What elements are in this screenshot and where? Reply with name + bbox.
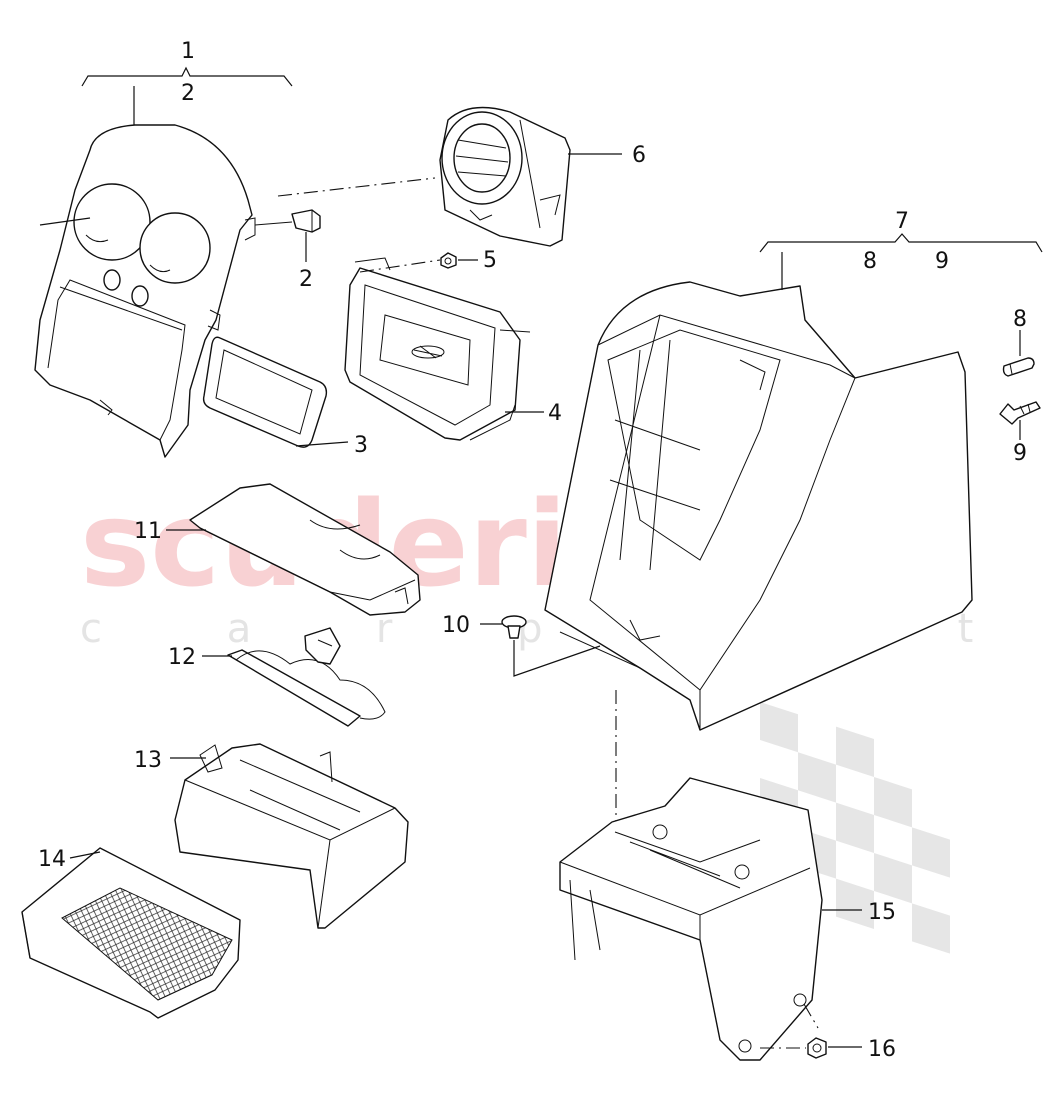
part-5-nut: [440, 252, 457, 269]
callout-13: 13: [134, 748, 162, 773]
part-13-storage-tray: [174, 743, 409, 929]
leader-14: [69, 851, 101, 859]
part-8-pin: [1002, 357, 1035, 377]
callout-6: 6: [632, 143, 646, 168]
part-6-air-vent: [439, 106, 571, 247]
part-15-bracket-support: [559, 777, 823, 1061]
callout-2a: 2: [181, 81, 195, 106]
part-11-lid: [189, 483, 421, 616]
callout-9a: 9: [935, 249, 949, 274]
leader-3: [295, 441, 349, 447]
assembly-line-16b: [803, 1003, 819, 1029]
callout-3: 3: [354, 433, 368, 458]
leader-1-hole: [39, 217, 91, 226]
part-12-wiring-harness: [227, 627, 386, 727]
callout-2b: 2: [299, 267, 313, 292]
part-10-screw: [501, 615, 527, 639]
part-7-console-housing: [544, 281, 973, 731]
callout-14: 14: [38, 847, 66, 872]
callout-8a: 8: [863, 249, 877, 274]
callout-12: 12: [168, 645, 196, 670]
part-3-gasket: [202, 336, 328, 448]
bracket-part-7: [759, 233, 1043, 253]
callout-9b: 9: [1013, 441, 1027, 466]
bracket-part-1: [81, 66, 293, 87]
callout-7: 7: [895, 209, 909, 234]
callout-1: 1: [181, 39, 195, 64]
leader-10-to-console: [513, 640, 601, 677]
callout-11: 11: [134, 519, 162, 544]
callout-16: 16: [868, 1037, 896, 1062]
assembly-line-5: [359, 259, 441, 273]
part-1-trim-panel: [34, 124, 256, 458]
part-14-mesh-mat: [21, 847, 241, 1019]
part-16-nut: [807, 1037, 827, 1059]
callout-5: 5: [483, 248, 497, 273]
callout-10: 10: [442, 613, 470, 638]
assembly-line-6: [277, 177, 436, 197]
callout-4: 4: [548, 401, 562, 426]
callout-8b: 8: [1013, 307, 1027, 332]
part-2-clip: [254, 209, 321, 233]
part-9-stud: [999, 401, 1041, 425]
callout-15: 15: [868, 900, 896, 925]
part-4-display-unit: [344, 257, 531, 441]
